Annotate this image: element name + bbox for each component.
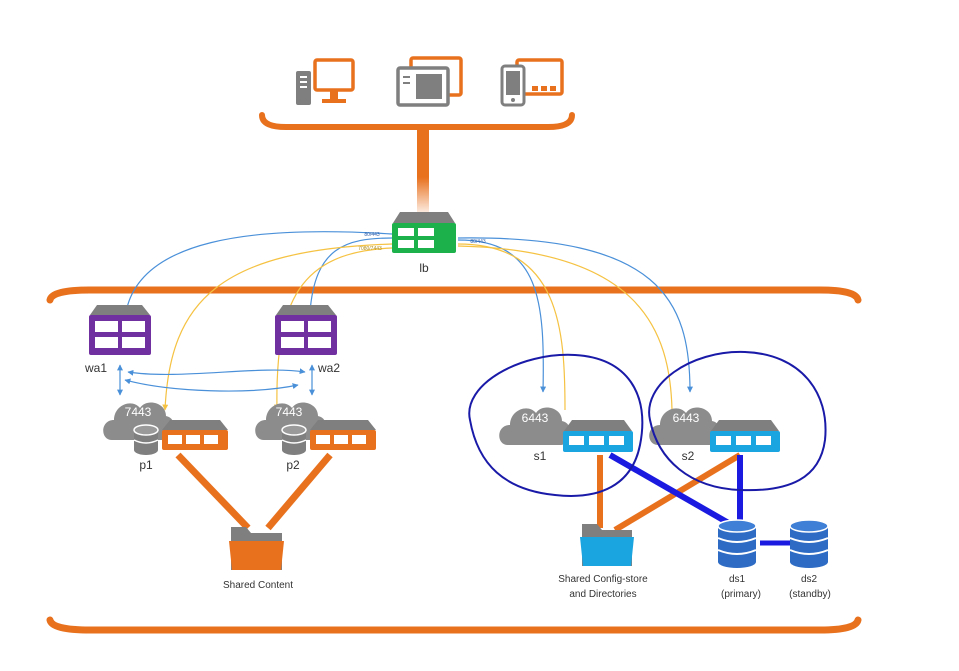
p2-port: 7443 (276, 405, 303, 419)
s1-server-icon (563, 420, 633, 452)
desktop-icon (296, 58, 355, 105)
wa-portal-links (117, 364, 315, 396)
lb-trunk (417, 128, 429, 218)
tablet-icon (396, 56, 463, 107)
ds1-database-icon (717, 519, 757, 568)
p2-database-icon (281, 424, 307, 455)
mobile-icon (500, 58, 564, 107)
web-adaptor-wa1-icon (89, 305, 151, 355)
shared-content-label: Shared Content (223, 580, 293, 591)
shared-content-links (175, 452, 333, 531)
p1-server-icon (162, 420, 228, 450)
wa2-label: wa2 (317, 361, 340, 375)
portal-p2-cloud-icon (255, 402, 327, 440)
server-s1-cloud-icon (499, 407, 571, 445)
ds2-role-label: (standby) (789, 589, 831, 600)
p1-label: p1 (139, 458, 153, 472)
ds2-label: ds2 (801, 574, 818, 585)
site-bracket-top (46, 286, 862, 304)
lb-link-label-left-bottom: 7080/7443 (358, 246, 382, 252)
p2-label: p2 (286, 458, 300, 472)
annotation-circle-s2 (648, 350, 827, 492)
lb-link-label-right: 80/443 (470, 239, 486, 245)
p1-port: 7443 (125, 405, 152, 419)
s2-label: s2 (682, 449, 695, 463)
config-store-label-line2: and Directories (569, 589, 636, 600)
p1-database-icon (133, 424, 159, 455)
client-bracket (259, 112, 575, 130)
site-bracket-bottom (46, 616, 862, 634)
server-s2-cloud-icon (649, 407, 721, 445)
ds1-label: ds1 (729, 574, 746, 585)
annotation-circle-s1 (468, 353, 644, 497)
p2-server-icon (310, 420, 376, 450)
server-datastore-links (597, 452, 790, 546)
load-balancer-icon (392, 212, 456, 253)
ds2-database-icon (789, 519, 829, 568)
shared-content-folder-icon (229, 527, 284, 570)
config-store-label-line1: Shared Config-store (558, 574, 648, 585)
s2-port: 6443 (673, 411, 700, 425)
s2-server-icon (710, 420, 780, 452)
s1-label: s1 (534, 449, 547, 463)
lb-label: lb (419, 261, 429, 275)
lb-links (124, 231, 693, 411)
ds1-role-label: (primary) (721, 589, 761, 600)
wa1-label: wa1 (84, 361, 107, 375)
web-adaptor-wa2-icon (275, 305, 337, 355)
s1-port: 6443 (522, 411, 549, 425)
config-store-folder-icon (580, 524, 634, 566)
lb-link-label-left-top: 80/443 (364, 232, 380, 238)
